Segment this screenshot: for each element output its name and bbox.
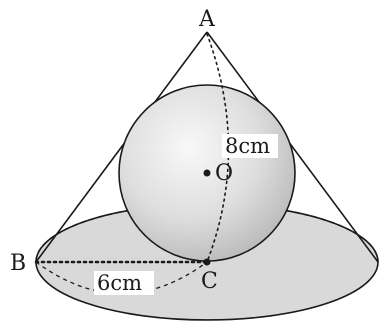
- cone-edge-left: [35, 31, 208, 263]
- radius-dimension-arc: [35, 261, 208, 295]
- label-bg-6cm: [94, 271, 154, 295]
- label-bg-8cm: [222, 134, 278, 158]
- label-a: A: [198, 7, 216, 32]
- point-o: [203, 169, 211, 177]
- point-c: [203, 258, 211, 266]
- cone-edge-right: [206, 31, 379, 263]
- label-o: O: [215, 161, 233, 186]
- dotted-arc-a-to-c: [206, 33, 230, 263]
- label-b: B: [10, 251, 26, 276]
- label-8cm: 8cm: [225, 134, 270, 158]
- label-c: C: [201, 269, 218, 294]
- label-6cm: 6cm: [97, 271, 142, 295]
